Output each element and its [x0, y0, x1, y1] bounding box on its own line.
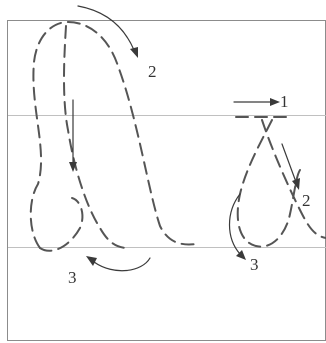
step-number-3-right: 3 — [250, 255, 259, 274]
arrow-step-3-right-head — [236, 250, 246, 260]
step-number-3-left: 3 — [68, 268, 77, 287]
step-number-1-right: 1 — [280, 92, 289, 111]
arrow-step-3-left-head — [86, 256, 97, 266]
arrow-step-3-left — [93, 257, 151, 272]
letter-right-stroke-descender — [261, 119, 326, 239]
letter-left-stroke-bowl — [39, 197, 84, 252]
arrow-step-3-right — [229, 193, 241, 255]
arrow-step-2-right-head — [292, 178, 300, 190]
letter-left-stroke-inner — [63, 25, 129, 249]
letter-left-arrows — [69, 5, 151, 272]
step-number-2-right: 2 — [302, 191, 311, 210]
step-number-2-left: 2 — [148, 62, 157, 81]
worksheet-border — [7, 20, 326, 341]
arrow-step-2-left-head — [130, 47, 138, 58]
letter-left — [29, 21, 197, 252]
letter-right — [235, 116, 326, 248]
letter-left-stroke-loop — [29, 21, 197, 249]
arrow-step-2-left — [77, 5, 135, 51]
arrow-step-2-right — [281, 143, 297, 183]
arrow-step-1-right-head — [270, 98, 280, 106]
arrow-down-left-head — [69, 162, 77, 172]
letter-right-stroke-loop — [236, 119, 301, 248]
letter-right-arrows — [229, 98, 300, 260]
